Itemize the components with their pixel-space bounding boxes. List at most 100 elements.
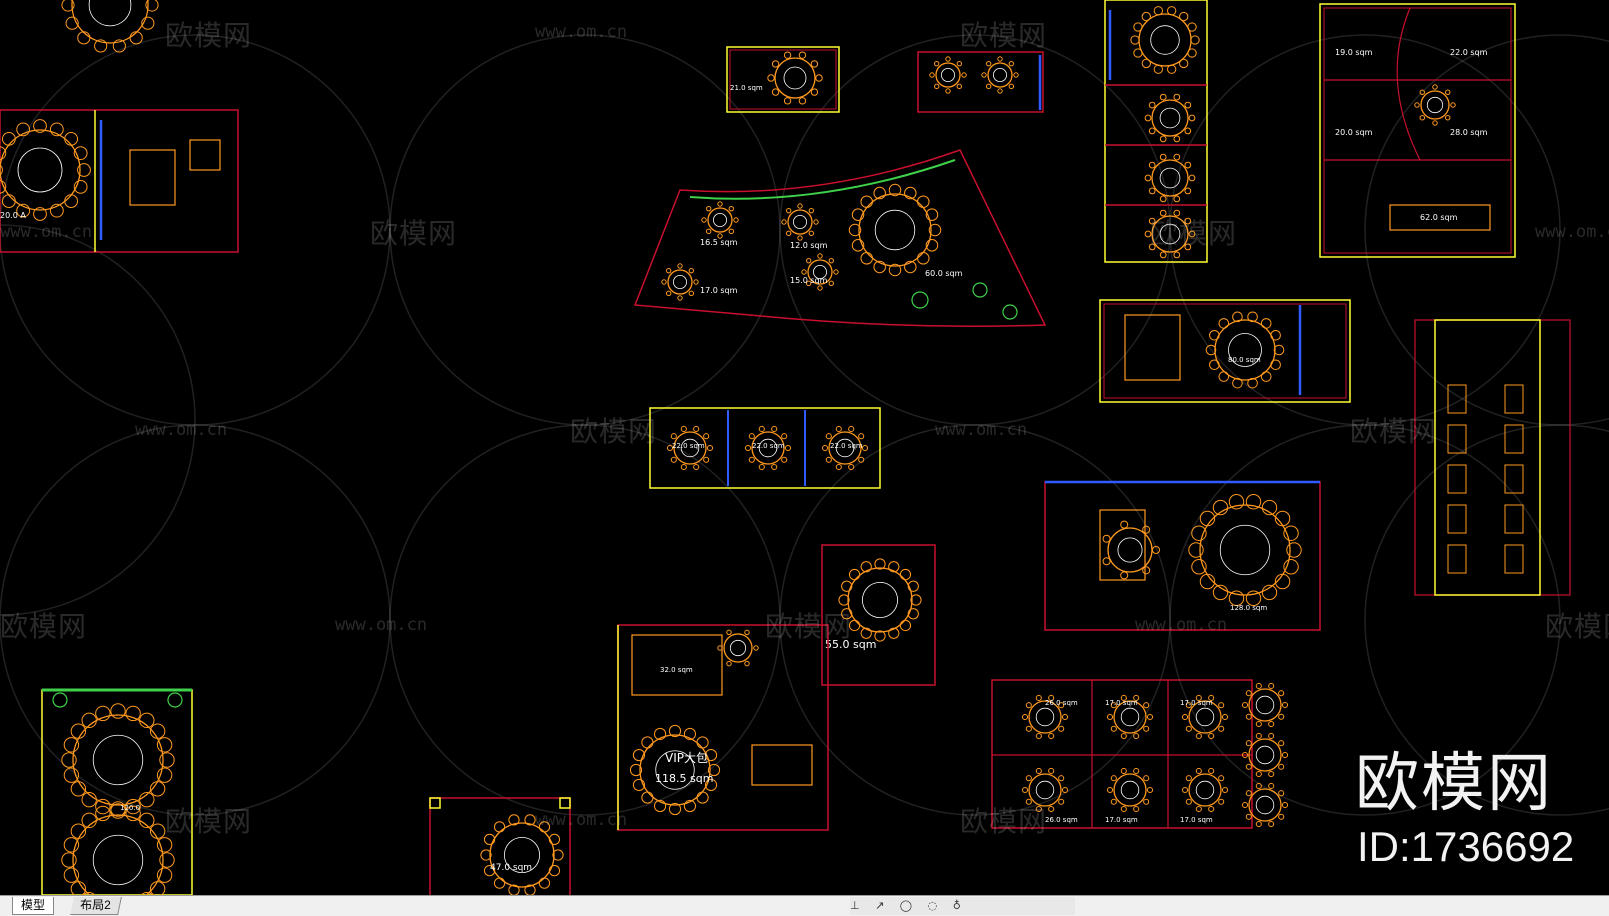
chair — [16, 122, 31, 137]
chair — [73, 179, 88, 194]
chair — [1255, 770, 1262, 778]
curved-wall — [633, 149, 1047, 327]
chair — [1283, 559, 1299, 575]
round-table — [1138, 13, 1192, 67]
chair — [1444, 89, 1451, 96]
chair — [688, 290, 695, 297]
chair — [1102, 534, 1111, 543]
chair — [156, 867, 173, 883]
chair — [1142, 566, 1151, 575]
chair — [1185, 775, 1192, 782]
chair — [1148, 243, 1156, 251]
room-area-label: 120.0 — [120, 804, 140, 812]
table-turntable — [1255, 795, 1275, 815]
chair — [767, 74, 775, 82]
chair — [728, 205, 735, 212]
chair — [848, 568, 861, 581]
chair — [821, 444, 829, 452]
chair — [149, 781, 166, 797]
chair — [125, 805, 141, 822]
wall-outline — [559, 797, 571, 809]
table-turntable — [1120, 707, 1140, 727]
watermark-url: www.om.cn — [1535, 222, 1609, 242]
chair — [139, 791, 155, 808]
chair — [1173, 209, 1181, 217]
status-toolbar[interactable]: ⊥ ↗ ◯ ◌ ♁ — [850, 897, 1075, 915]
chair — [483, 864, 496, 877]
round-table — [667, 269, 693, 295]
chair — [771, 60, 780, 68]
round-table — [1248, 788, 1282, 822]
chair — [833, 269, 839, 275]
chair — [1133, 22, 1143, 32]
chair — [1221, 713, 1229, 721]
chair — [1261, 584, 1278, 601]
round-table — [707, 207, 733, 233]
chair — [1025, 725, 1032, 732]
chair — [1120, 520, 1129, 529]
chair — [1218, 371, 1230, 382]
plant-symbol — [911, 291, 929, 309]
tab-model[interactable]: 模型 — [12, 897, 55, 915]
round-table — [0, 129, 81, 211]
chair — [781, 219, 787, 225]
watermark-text: 欧模网 — [165, 805, 253, 838]
wall-outline — [726, 46, 840, 113]
chair — [1144, 174, 1152, 182]
wall-outline — [0, 109, 239, 253]
chair — [95, 805, 111, 822]
watermark-circle — [779, 34, 1171, 426]
table-turntable — [1195, 707, 1215, 727]
chair — [781, 433, 788, 440]
chair — [798, 97, 807, 105]
chair — [825, 433, 832, 440]
chair — [841, 608, 853, 620]
chair — [483, 833, 496, 846]
round-table — [751, 431, 785, 465]
chair — [1048, 767, 1055, 775]
chair — [1173, 153, 1181, 161]
table-turntable — [793, 214, 808, 229]
chair — [1212, 499, 1229, 516]
chair — [904, 186, 917, 200]
wall-outline — [1124, 314, 1181, 381]
chair — [61, 852, 77, 868]
watermark-text: 欧模网 — [765, 610, 853, 643]
chair — [1208, 732, 1215, 740]
chair — [1184, 161, 1192, 169]
table-turntable — [1035, 780, 1055, 800]
curved-glass — [689, 159, 956, 200]
chair — [705, 228, 712, 235]
chair — [149, 823, 166, 839]
chair — [1008, 60, 1015, 67]
chair — [94, 39, 108, 53]
plant-symbol — [52, 692, 68, 708]
chair — [693, 463, 700, 471]
chair — [1159, 93, 1167, 101]
wall-outline — [1504, 464, 1524, 494]
chair — [1241, 801, 1249, 809]
chair — [899, 568, 912, 581]
chair — [125, 705, 141, 722]
wall-outline — [129, 149, 176, 206]
chair — [717, 201, 723, 207]
chair — [665, 290, 672, 297]
chair — [1245, 763, 1252, 770]
room-area-label: 32.0 sqm — [660, 666, 693, 674]
tab-layout2[interactable]: 布局2 — [70, 897, 122, 915]
chair — [1255, 720, 1262, 728]
chair — [1245, 494, 1262, 510]
table-turntable — [813, 264, 828, 279]
chair — [1432, 120, 1438, 126]
chair — [874, 630, 886, 642]
chair — [680, 425, 687, 433]
chair — [848, 223, 862, 237]
chair — [81, 712, 97, 729]
wall-outline — [649, 407, 881, 489]
chair — [848, 425, 855, 433]
chair — [781, 456, 788, 463]
chair — [16, 203, 31, 218]
chair — [1190, 35, 1200, 45]
chair — [1278, 813, 1285, 820]
